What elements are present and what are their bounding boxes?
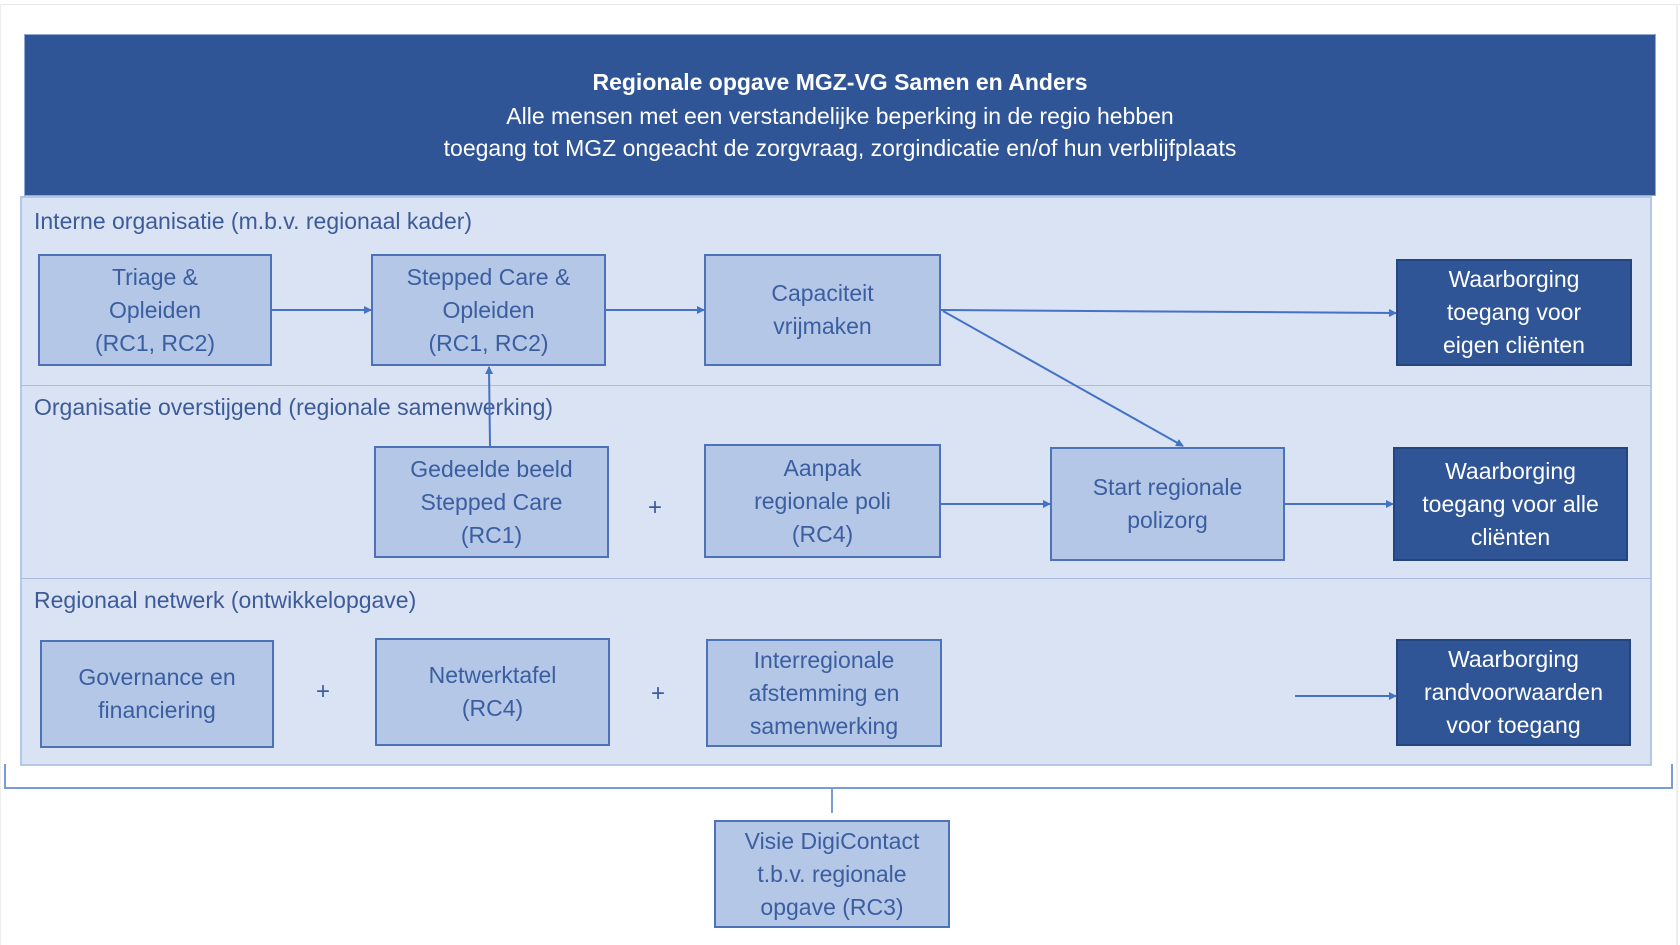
- box-text: polizorg: [1127, 507, 1208, 533]
- box-aanpak-regionale-poli: Aanpak regionale poli (RC4): [704, 444, 941, 558]
- box-governance-financiering: Governance en financiering: [40, 640, 274, 748]
- band-label: Organisatie overstijgend (regionale same…: [34, 394, 554, 420]
- box-capaciteit-vrijmaken: Capaciteit vrijmaken: [704, 254, 941, 366]
- header-banner: Regionale opgave MGZ-VG Samen en Anders …: [24, 34, 1656, 196]
- box-text: (RC1, RC2): [94, 329, 216, 356]
- box-text: Waarborging: [1445, 457, 1576, 484]
- box-text: Opleiden: [442, 296, 535, 323]
- box-visie-digicontact: Visie DigiContact t.b.v. regionale opgav…: [714, 820, 950, 928]
- box-text: eigen cliënten: [1443, 332, 1585, 358]
- box-text: Stepped Care &: [406, 263, 571, 290]
- box-text: voor toegang: [1446, 712, 1581, 738]
- box-text: Visie DigiContact: [744, 827, 920, 854]
- box-text: vrijmaken: [773, 313, 872, 339]
- box-text: Start regionale: [1092, 474, 1243, 500]
- box-text: cliënten: [1470, 523, 1551, 550]
- header-title: Regionale opgave MGZ-VG Samen en Anders: [592, 69, 1088, 95]
- header-subtitle-line2: toegang tot MGZ ongeacht de zorgvraag, z…: [443, 135, 1237, 161]
- band-label: Regionaal netwerk (ontwikkelopgave): [34, 587, 417, 613]
- plus-sign: +: [648, 494, 663, 521]
- plus-sign: +: [316, 678, 331, 705]
- box-text: samenwerking: [749, 712, 899, 739]
- box-waarborging-alle-clienten: Waarborging toegang voor alle cliënten: [1393, 447, 1628, 561]
- box-waarborging-randvoorwaarden: Waarborging randvoorwaarden voor toegang: [1396, 639, 1631, 746]
- box-text: opgave (RC3): [760, 893, 904, 920]
- page-frame-left: [0, 4, 1, 945]
- box-text: (RC1, RC2): [428, 329, 549, 356]
- box-netwerktafel: Netwerktafel (RC4): [375, 638, 610, 746]
- box-waarborging-eigen-clienten: Waarborging toegang voor eigen cliënten: [1396, 259, 1632, 366]
- box-gedeelde-beeld: Gedeelde beeld Stepped Care (RC1): [374, 446, 609, 558]
- box-text: Stepped Care: [420, 488, 563, 515]
- box-interregionale-afstemming: Interregionale afstemming en samenwerkin…: [706, 639, 942, 747]
- box-text: afstemming en: [748, 679, 900, 706]
- box-triage-opleiden: Triage & Opleiden (RC1, RC2): [38, 254, 272, 366]
- box-stepped-care-opleiden: Stepped Care & Opleiden (RC1, RC2): [371, 254, 606, 366]
- box-text: Waarborging: [1448, 646, 1579, 672]
- box-text: Capaciteit: [771, 280, 874, 306]
- box-text: (RC4): [791, 520, 854, 547]
- box-text: randvoorwaarden: [1423, 679, 1603, 705]
- header-subtitle-line1: Alle mensen met een verstandelijke beper…: [506, 103, 1174, 129]
- box-text: Interregionale: [753, 646, 895, 673]
- box-text: financiering: [98, 697, 216, 723]
- box-text: regionale poli: [754, 487, 891, 514]
- box-text: Governance en: [78, 664, 236, 690]
- box-text: toegang voor: [1446, 299, 1582, 325]
- box-text: (RC1): [460, 521, 523, 548]
- page-frame-top: [0, 4, 1680, 5]
- box-text: Opleiden: [108, 296, 202, 323]
- box-text: Gedeelde beeld: [410, 455, 573, 482]
- box-text: Triage &: [111, 263, 199, 290]
- band-label: Interne organisatie (m.b.v. regionaal ka…: [34, 208, 473, 234]
- bracket-bottom: [4, 764, 1673, 789]
- box-text: t.b.v. regionale: [757, 860, 907, 887]
- box-start-regionale-polizorg: Start regionale polizorg: [1050, 447, 1285, 561]
- box-text: Netwerktafel: [428, 662, 557, 688]
- plus-sign: +: [651, 680, 666, 707]
- box-text: (RC4): [461, 695, 524, 721]
- box-text: Waarborging: [1448, 266, 1580, 292]
- box-text: Aanpak: [783, 454, 862, 481]
- page-frame-right: [1676, 4, 1678, 945]
- box-text: toegang voor alle: [1422, 490, 1599, 517]
